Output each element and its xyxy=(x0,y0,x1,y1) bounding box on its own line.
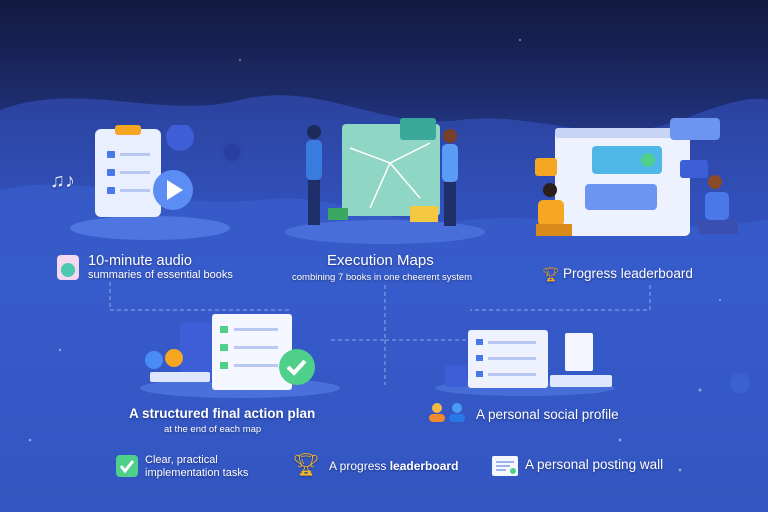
music-notes-icon: ♫♪ xyxy=(50,170,75,192)
audio-subtitle: summaries of essential books xyxy=(88,269,233,281)
posting-wall-icon xyxy=(492,456,518,476)
social-profile-title: A personal social profile xyxy=(476,407,619,422)
tasks-label-line1: Clear, practical xyxy=(145,454,218,466)
action-plan-illustration xyxy=(140,312,330,392)
trophy-icon: 🏆︎ xyxy=(542,266,560,282)
progress-leaderboard-label: A progress leaderboard xyxy=(329,459,458,473)
audio-file-icon xyxy=(57,255,79,280)
audio-summary-illustration xyxy=(95,123,195,225)
label-bold: leaderboard xyxy=(389,459,459,473)
execution-map-illustration xyxy=(300,118,470,233)
social-profile-illustration xyxy=(440,325,615,393)
action-plan-title: A structured final action plan xyxy=(129,406,316,421)
action-plan-subtitle: at the end of each map xyxy=(164,424,262,435)
trophy-icon: 🏆︎ xyxy=(292,452,320,477)
maps-subtitle: combining 7 books in one cheerent system xyxy=(292,272,473,283)
checkbox-icon xyxy=(116,455,138,477)
audio-title: 10-minute audio xyxy=(88,253,192,269)
posting-wall-label: A personal posting wall xyxy=(525,457,664,472)
leaderboard-title: Progress leaderboard xyxy=(563,266,693,281)
label-prefix: A progress xyxy=(329,459,390,473)
leaderboard-illustration xyxy=(530,110,745,250)
tasks-label-line2: implementation tasks xyxy=(145,467,249,479)
maps-title: Execution Maps xyxy=(327,252,434,269)
social-profile-icon xyxy=(428,403,468,423)
